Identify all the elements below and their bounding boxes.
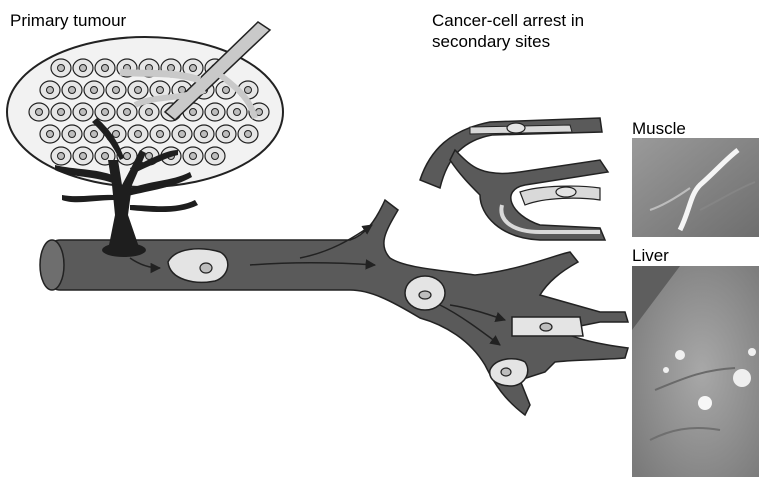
tumour-cell-nucleus (146, 109, 153, 116)
tumour-cell-nucleus (69, 87, 76, 94)
tumour-cell-nucleus (80, 153, 87, 160)
tumour-cell-nucleus (91, 87, 98, 94)
tumour-cell-nucleus (212, 109, 219, 116)
tumour-cell-nucleus (47, 87, 54, 94)
secondary-sites-title: Cancer-cell arrest in secondary sites (432, 10, 584, 52)
tumour-cell-nucleus (58, 109, 65, 116)
tumour-cell-nucleus (135, 87, 142, 94)
tumour-cell-nucleus (69, 131, 76, 138)
liver-label: Liver (632, 245, 669, 266)
tumour-cell-nucleus (157, 131, 164, 138)
tumour-cell-nucleus (168, 65, 175, 72)
cancer-cell-branch-3 (490, 359, 528, 386)
tumour-cell-nucleus (190, 109, 197, 116)
tumour-cell-nucleus (102, 153, 109, 160)
primary-tumour-label: Primary tumour (10, 10, 126, 31)
tumour-cell-nucleus (36, 109, 43, 116)
tumour-cell-nucleus (157, 87, 164, 94)
tumour-cell-nucleus (113, 87, 120, 94)
tumour-cell-nucleus (223, 87, 230, 94)
tumour-cell-nucleus (113, 131, 120, 138)
tumour-cell-nucleus (102, 109, 109, 116)
secondary-sites-title-line1: Cancer-cell arrest in (432, 10, 584, 31)
tumour-cell-nucleus (179, 131, 186, 138)
tumour-cell-nucleus (212, 153, 219, 160)
tumour-cell-nucleus (124, 109, 131, 116)
tumour-cell-nucleus (124, 153, 131, 160)
tumour-cell-nucleus (47, 131, 54, 138)
cancer-cell-branch-1 (405, 276, 445, 310)
tumour-cell-nucleus (58, 153, 65, 160)
cancer-cell-branch-2 (512, 317, 583, 336)
tumour-cell-nucleus (245, 87, 252, 94)
tumour-cell-nucleus (234, 109, 241, 116)
tumour-cell-nucleus (190, 153, 197, 160)
tumour-cell-nucleus (58, 65, 65, 72)
secondary-site-vessels (420, 118, 608, 240)
tumour-cell-nucleus (190, 65, 197, 72)
secondary-sites-title-line2: secondary sites (432, 31, 584, 52)
tumour-cell-nucleus (80, 65, 87, 72)
tumour-cell-nucleus (245, 131, 252, 138)
tumour-cell-nucleus (201, 131, 208, 138)
tumour-cell-nucleus (102, 65, 109, 72)
muscle-micrograph (632, 138, 759, 237)
tumour-cell-nucleus (80, 109, 87, 116)
tumour-cell-nucleus (91, 131, 98, 138)
muscle-label: Muscle (632, 118, 686, 139)
liver-micrograph (632, 266, 759, 477)
tumour-cell-nucleus (135, 131, 142, 138)
tumour-cell-nucleus (223, 131, 230, 138)
